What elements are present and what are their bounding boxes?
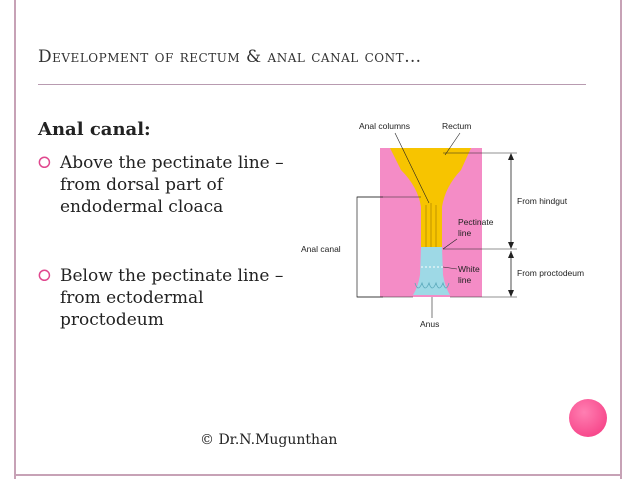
- slide-bottom-border: [14, 474, 622, 476]
- bullet-text: Above the pectinate line – from dorsal p…: [60, 153, 284, 217]
- leader-line: [442, 266, 458, 270]
- label-anal-columns: Anal columns: [359, 121, 410, 131]
- label-rectum: Rectum: [442, 121, 471, 131]
- section-heading: Anal canal:: [38, 119, 151, 140]
- bullet-item: ⭘ Below the pectinate line – from ectode…: [38, 265, 298, 331]
- anal-folds: [414, 281, 450, 289]
- bullet-text: Below the pectinate line – from ectoderm…: [60, 266, 284, 330]
- slide-title: Development of rectum & anal canal cont…: [38, 47, 422, 67]
- anal-canal-bracket: [356, 196, 383, 298]
- circle-bullet-icon: ⭘: [38, 153, 51, 172]
- footer-credit: © Dr.N.Mugunthan: [200, 432, 338, 448]
- label-from-hindgut: From hindgut: [517, 196, 568, 206]
- arrow-head: [508, 251, 514, 258]
- decorative-dot: [569, 399, 607, 437]
- label-white-1: White: [458, 264, 480, 274]
- leader-line: [444, 132, 461, 156]
- bullet-item: ⭘ Above the pectinate line – from dorsal…: [38, 152, 298, 218]
- title-divider: [38, 84, 586, 85]
- label-pectinate-2: line: [458, 228, 472, 238]
- arrow-head: [508, 290, 514, 297]
- anal-canal-diagram: Anal columns Rectum Pectinate line White…: [301, 121, 584, 329]
- slide-frame: [14, 0, 622, 479]
- arrow-head: [508, 153, 514, 160]
- arrow-head: [508, 242, 514, 249]
- label-anal-canal: Anal canal: [301, 244, 341, 254]
- label-anus: Anus: [420, 319, 439, 329]
- label-white-2: line: [458, 275, 472, 285]
- circle-bullet-icon: ⭘: [38, 266, 51, 285]
- leader-line: [442, 238, 458, 250]
- leader-line: [394, 132, 430, 204]
- label-from-proctodeum: From proctodeum: [517, 268, 584, 278]
- endoderm-region: [390, 148, 471, 247]
- label-pectinate-1: Pectinate: [458, 217, 494, 227]
